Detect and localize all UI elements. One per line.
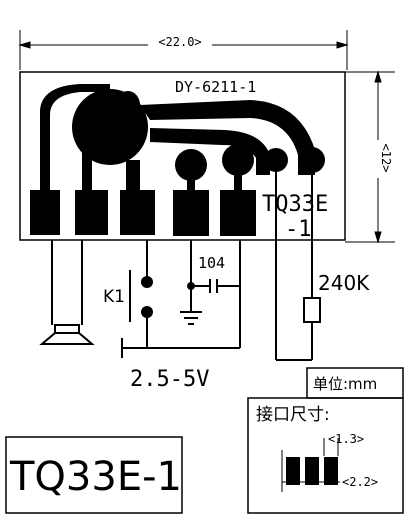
ground-icon [180,311,202,325]
pad-span-label: <2.2> [342,475,378,489]
unit-label: 单位:mm [313,375,377,393]
board-code: DY-6211-1 [175,78,256,96]
chip-label-line2: -1 [285,217,312,242]
voltage-label: 2.5-5V [130,367,209,392]
height-dimension-label: <12> [379,144,393,173]
capacitor-label: 104 [198,254,225,272]
chip-label-line1: TQ33E [262,192,328,217]
speaker-icon [39,324,95,345]
external-wiring [51,172,313,361]
width-dimension-label: <22.0> [158,35,201,49]
pad-diagram [281,438,340,492]
capacitor-icon [187,279,218,293]
pcb-outline [19,71,346,241]
pad-pitch-label: <1.3> [328,432,364,446]
model-box [5,436,183,514]
switch-icon [129,270,153,322]
resistor-label: 240K [318,271,370,295]
copper-traces [30,84,325,236]
resistor-icon [303,297,321,323]
interface-title: 接口尺寸: [256,405,330,425]
model-name: TQ33E-1 [9,454,182,500]
switch-label: K1 [103,287,125,307]
interface-box [247,397,404,514]
